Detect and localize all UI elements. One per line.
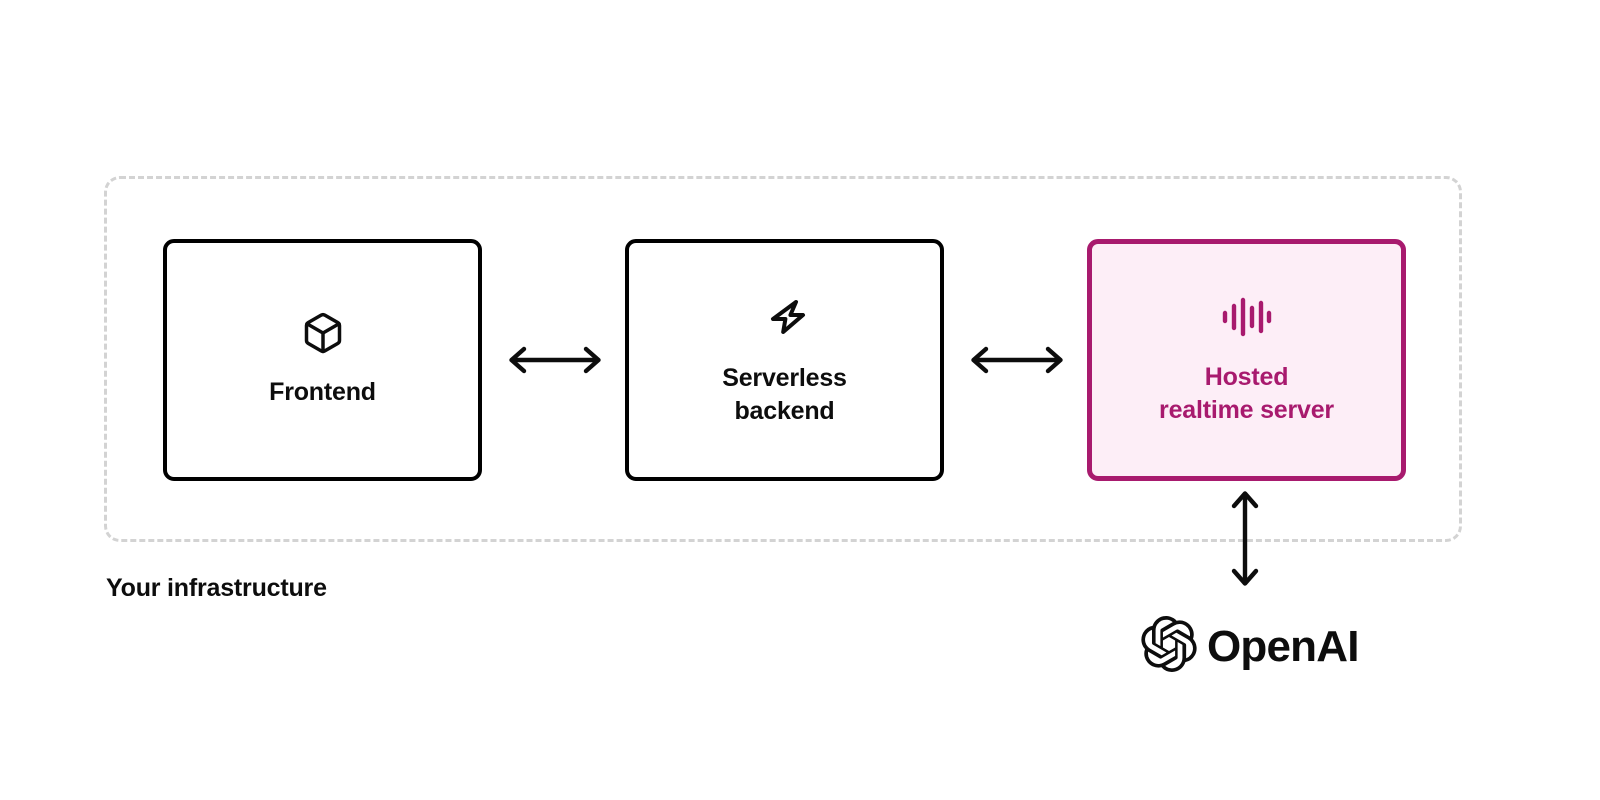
node-frontend-label: Frontend — [269, 378, 376, 407]
connector-backend-to-realtime — [967, 337, 1067, 388]
cube-icon — [301, 311, 345, 360]
node-serverless-backend-label: Serverless backend — [722, 364, 847, 425]
connector-frontend-to-backend — [505, 337, 605, 388]
node-hosted-realtime-server[interactable]: Hosted realtime server — [1087, 239, 1406, 481]
node-hosted-realtime-server-label: Hosted realtime server — [1159, 363, 1334, 424]
connector-realtime-to-openai — [1221, 487, 1269, 595]
lightning-bolt-icon — [761, 293, 809, 346]
your-infrastructure-label: Your infrastructure — [106, 574, 327, 602]
openai-logo-icon — [1141, 616, 1197, 677]
audio-waveform-icon — [1221, 294, 1273, 345]
node-frontend[interactable]: Frontend — [163, 239, 482, 481]
openai-lockup: OpenAI — [1141, 616, 1359, 677]
your-infrastructure-boundary — [104, 176, 1462, 542]
openai-wordmark: OpenAI — [1207, 621, 1359, 671]
node-serverless-backend[interactable]: Serverless backend — [625, 239, 944, 481]
